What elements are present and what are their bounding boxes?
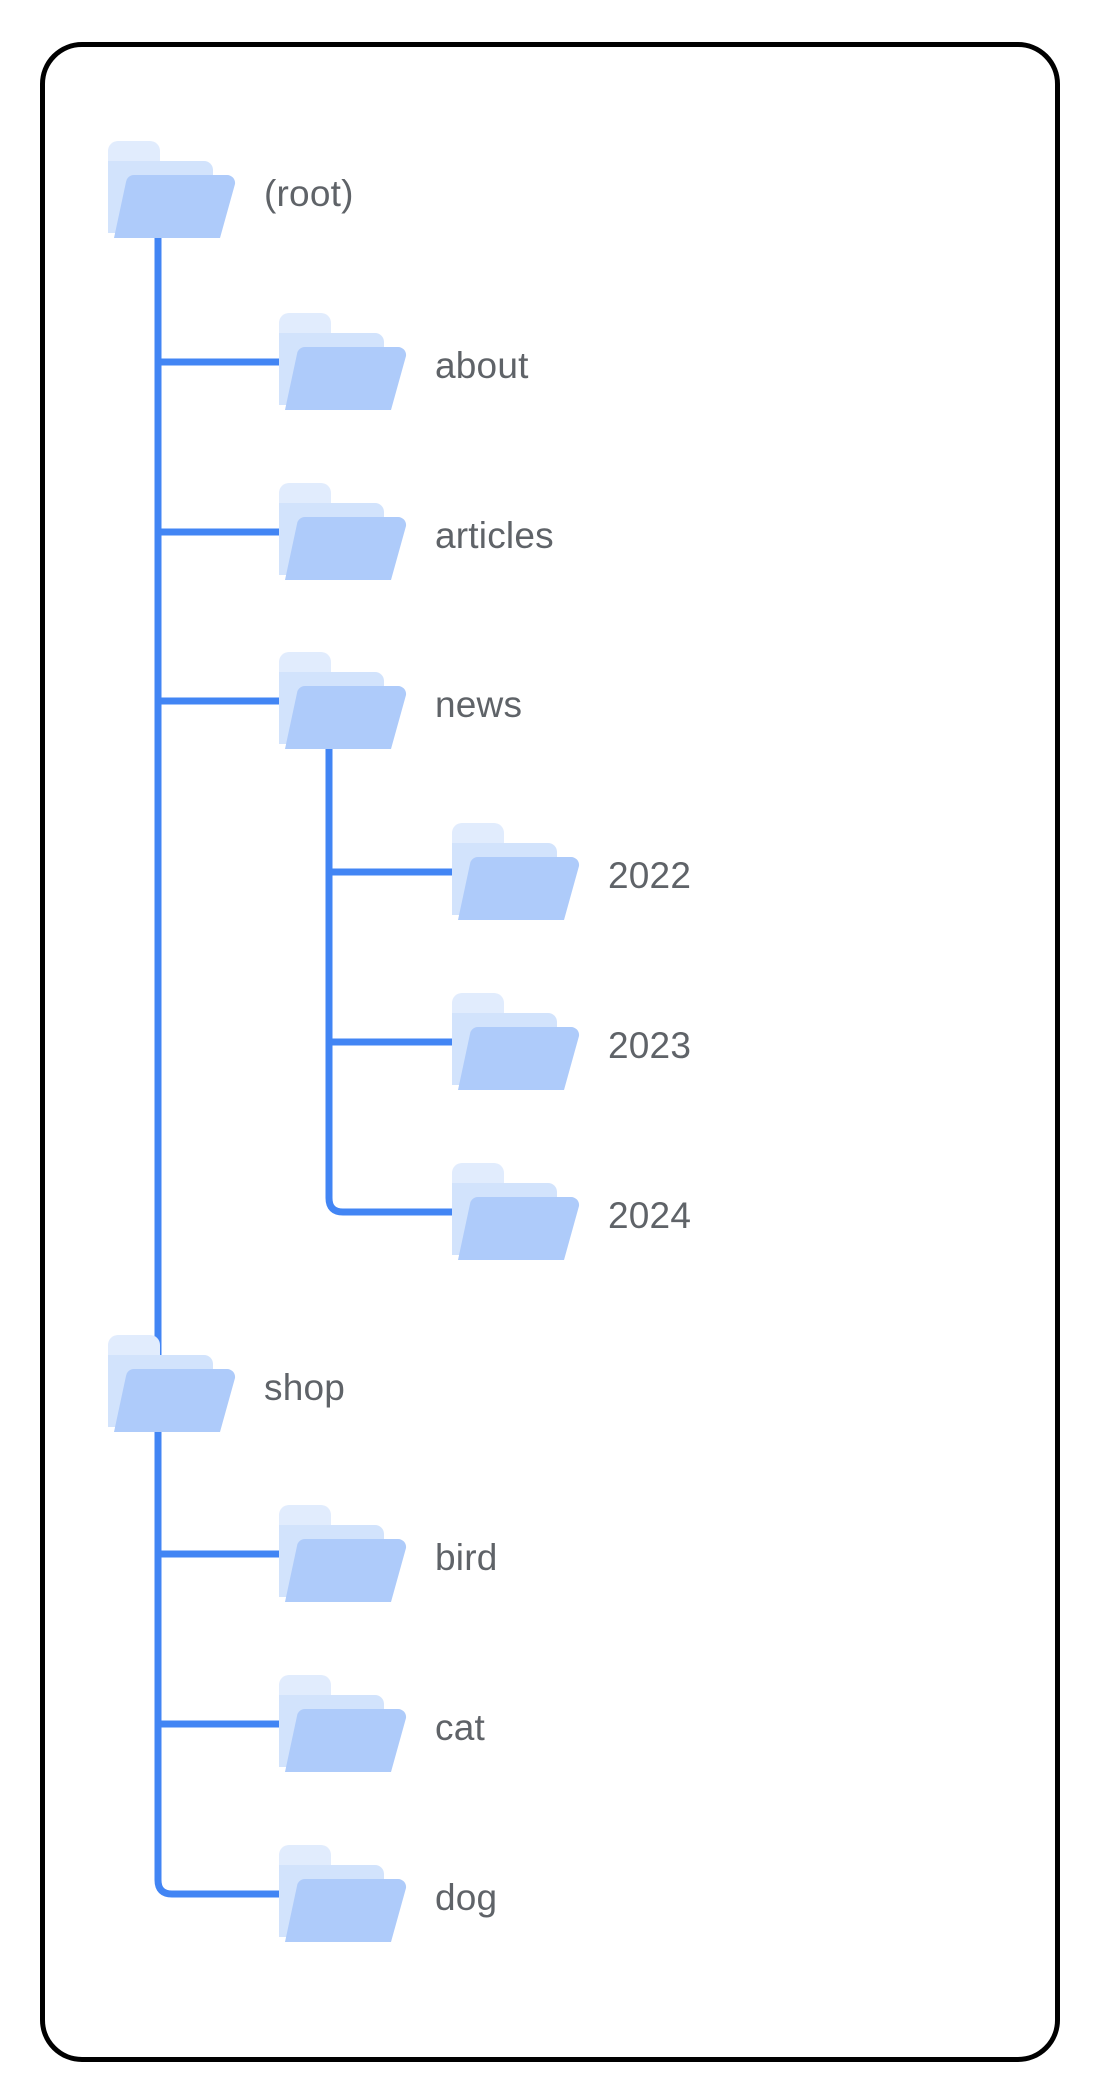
tree-node-bird[interactable]: bird [275,1492,498,1622]
folder-icon [104,137,242,249]
tree-node-label: 2024 [608,1194,692,1236]
tree-node-y2024[interactable]: 2024 [448,1150,691,1280]
tree-node-shop[interactable]: shop [104,1322,345,1452]
folder-icon [448,989,586,1101]
folder-icon [275,648,413,760]
tree-node-dog[interactable]: dog [275,1832,497,1962]
tree-node-root[interactable]: (root) [104,128,354,258]
folder-icon [275,1501,413,1613]
tree-node-news[interactable]: news [275,639,522,769]
tree-node-y2023[interactable]: 2023 [448,980,691,1110]
folder-icon [275,1671,413,1783]
folder-icon [448,819,586,931]
tree-node-label: 2022 [608,854,692,896]
tree-node-label: dog [435,1876,498,1918]
tree-node-label: bird [435,1536,498,1578]
tree-node-cat[interactable]: cat [275,1662,485,1792]
tree-node-label: shop [264,1366,346,1408]
tree-node-label: 2023 [608,1024,692,1066]
tree-node-label: (root) [264,172,354,214]
folder-icon [275,309,413,421]
folder-icon [275,1841,413,1953]
folder-icon [448,1159,586,1271]
folder-icon [104,1331,242,1443]
tree-node-label: about [435,344,529,386]
tree-node-label: cat [435,1706,485,1748]
tree-node-label: news [435,683,523,725]
tree-node-label: articles [435,514,554,556]
tree-node-articles[interactable]: articles [275,470,554,600]
tree-node-y2022[interactable]: 2022 [448,810,691,940]
folder-icon [275,479,413,591]
tree-node-about[interactable]: about [275,300,529,430]
